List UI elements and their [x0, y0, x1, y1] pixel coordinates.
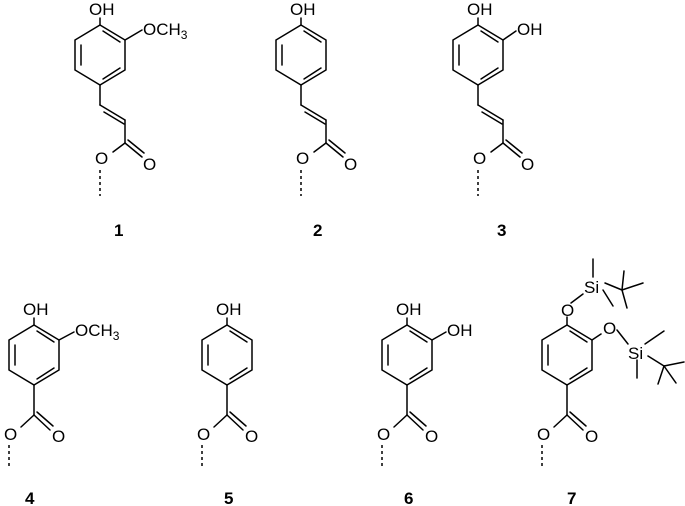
compound-7-carbonyl-o-label: O: [585, 427, 598, 446]
compound-4-carbonyl-o-label: O: [52, 427, 65, 446]
compound-7-ester-o-label: O: [537, 425, 550, 444]
compound-4: OH OCH3 O O 4: [4, 300, 120, 506]
compound-7-o1-label: O: [561, 301, 574, 320]
compound-7-o2-label: O: [603, 319, 616, 338]
compound-3-oh-label: OH: [467, 0, 493, 19]
compound-6-carbonyl-o-label: O: [425, 427, 438, 446]
compound-6-bonds: [381, 317, 447, 466]
compound-4-och3-label: OCH3: [75, 321, 120, 343]
compound-3-bonds: [452, 17, 523, 196]
compound-1-bonds: [74, 17, 145, 196]
compound-1-number: 1: [114, 221, 123, 240]
compound-5-bonds: [201, 317, 253, 466]
compound-7-si2-label: Si: [628, 344, 643, 363]
compound-6-ester-o-label: O: [377, 425, 390, 444]
compound-2-number: 2: [313, 221, 322, 240]
compound-5-ester-o-label: O: [197, 425, 210, 444]
compound-3-oh2-label: OH: [517, 20, 543, 39]
compound-2-bonds: [275, 17, 346, 196]
compound-3-ester-o-label: O: [473, 149, 486, 168]
compound-4-oh-label: OH: [23, 300, 49, 319]
compound-1-oh-label: OH: [89, 0, 115, 19]
compound-7-si1-label: Si: [584, 278, 599, 297]
compound-5-carbonyl-o-label: O: [245, 427, 258, 446]
compound-4-ester-o-label: O: [4, 425, 17, 444]
compound-2-carbonyl-o-label: O: [344, 155, 357, 174]
compound-7: O Si O Si O O 7: [537, 258, 685, 506]
compound-5-number: 5: [224, 489, 233, 506]
compound-5-oh-label: OH: [216, 300, 242, 319]
compound-7-bonds: [541, 258, 685, 466]
compound-6-oh2-label: OH: [447, 321, 473, 340]
compound-2-ester-o-label: O: [296, 149, 309, 168]
compound-3-carbonyl-o-label: O: [521, 155, 534, 174]
compound-1-carbonyl-o-label: O: [143, 155, 156, 174]
compound-6: OH OH O O 6: [377, 300, 473, 506]
compound-7-number: 7: [567, 489, 576, 506]
compound-4-bonds: [8, 317, 75, 466]
compound-6-oh-label: OH: [396, 300, 422, 319]
compound-1-ester-o-label: O: [95, 149, 108, 168]
compound-2-oh-label: OH: [290, 0, 316, 19]
compound-4-number: 4: [25, 489, 35, 506]
compound-5: OH O O 5: [197, 300, 258, 506]
compound-3-number: 3: [497, 221, 506, 240]
compound-1-och3-label: OCH3: [143, 20, 188, 42]
compound-3: OH OH O O 3: [452, 0, 543, 240]
compound-2: OH O O 2: [275, 0, 357, 240]
compound-1: OH OCH3 O O 1: [74, 0, 188, 240]
compound-6-number: 6: [404, 489, 413, 506]
